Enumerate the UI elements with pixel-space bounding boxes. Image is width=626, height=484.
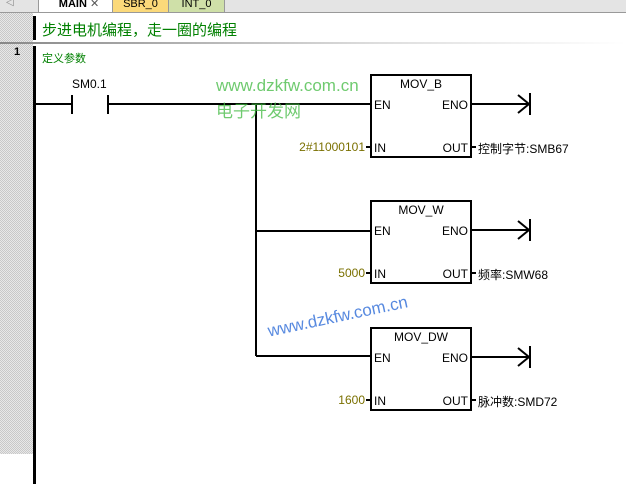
- watermark-name: 电子开发网: [216, 102, 301, 121]
- tab-int0[interactable]: INT_0: [168, 0, 225, 12]
- contact-sm0-1[interactable]: [70, 93, 110, 115]
- block-title: MOV_B: [399, 77, 442, 91]
- in-operand[interactable]: 5000: [338, 266, 365, 280]
- tab-label: MAIN: [58, 0, 87, 10]
- close-icon[interactable]: ✕: [89, 0, 100, 10]
- block-mov_dw[interactable]: MOV_DW EN ENO IN OUT: [370, 327, 472, 411]
- in-operand[interactable]: 2#11000101: [299, 140, 365, 154]
- en-label: EN: [374, 351, 391, 365]
- block-title: MOV_W: [398, 203, 444, 217]
- out-label: OUT: [442, 267, 468, 281]
- network-number: 1: [14, 46, 21, 58]
- en-label: EN: [374, 98, 391, 112]
- tab-bar: ◁ MAIN ✕ SBR_0 INT_0: [0, 0, 626, 13]
- out-operand[interactable]: 脉冲数:SMD72: [478, 395, 558, 409]
- contact-label[interactable]: SM0.1: [72, 77, 107, 91]
- watermark-url: www.dzkfw.com.cn: [216, 76, 359, 95]
- out-operand[interactable]: 控制字节:SMB67: [478, 142, 569, 156]
- block-mov_b[interactable]: MOV_B EN ENO IN OUT: [370, 74, 472, 158]
- in-label: IN: [374, 394, 386, 408]
- eno-label: ENO: [441, 224, 468, 238]
- separator: [0, 42, 626, 44]
- in-label: IN: [374, 141, 386, 155]
- out-label: OUT: [442, 394, 468, 408]
- out-operand[interactable]: 频率:SMW68: [478, 268, 549, 282]
- power-rail: [33, 46, 36, 484]
- eno-label: ENO: [441, 351, 468, 365]
- block-mov_w[interactable]: MOV_W EN ENO IN OUT: [370, 200, 472, 284]
- eno-label: ENO: [441, 98, 468, 112]
- block-title: MOV_DW: [394, 330, 448, 344]
- ladder-wires: [35, 93, 531, 401]
- in-label: IN: [374, 267, 386, 281]
- scroll-left-icon[interactable]: ◁: [6, 0, 14, 8]
- comment-bar: [33, 16, 36, 40]
- in-operand[interactable]: 1600: [338, 393, 365, 407]
- en-label: EN: [374, 224, 391, 238]
- out-label: OUT: [442, 141, 468, 155]
- line-gutter: [0, 13, 33, 454]
- network-comment[interactable]: 定义参数: [42, 53, 86, 65]
- program-comment[interactable]: 步进电机编程，走一圈的编程: [42, 22, 238, 39]
